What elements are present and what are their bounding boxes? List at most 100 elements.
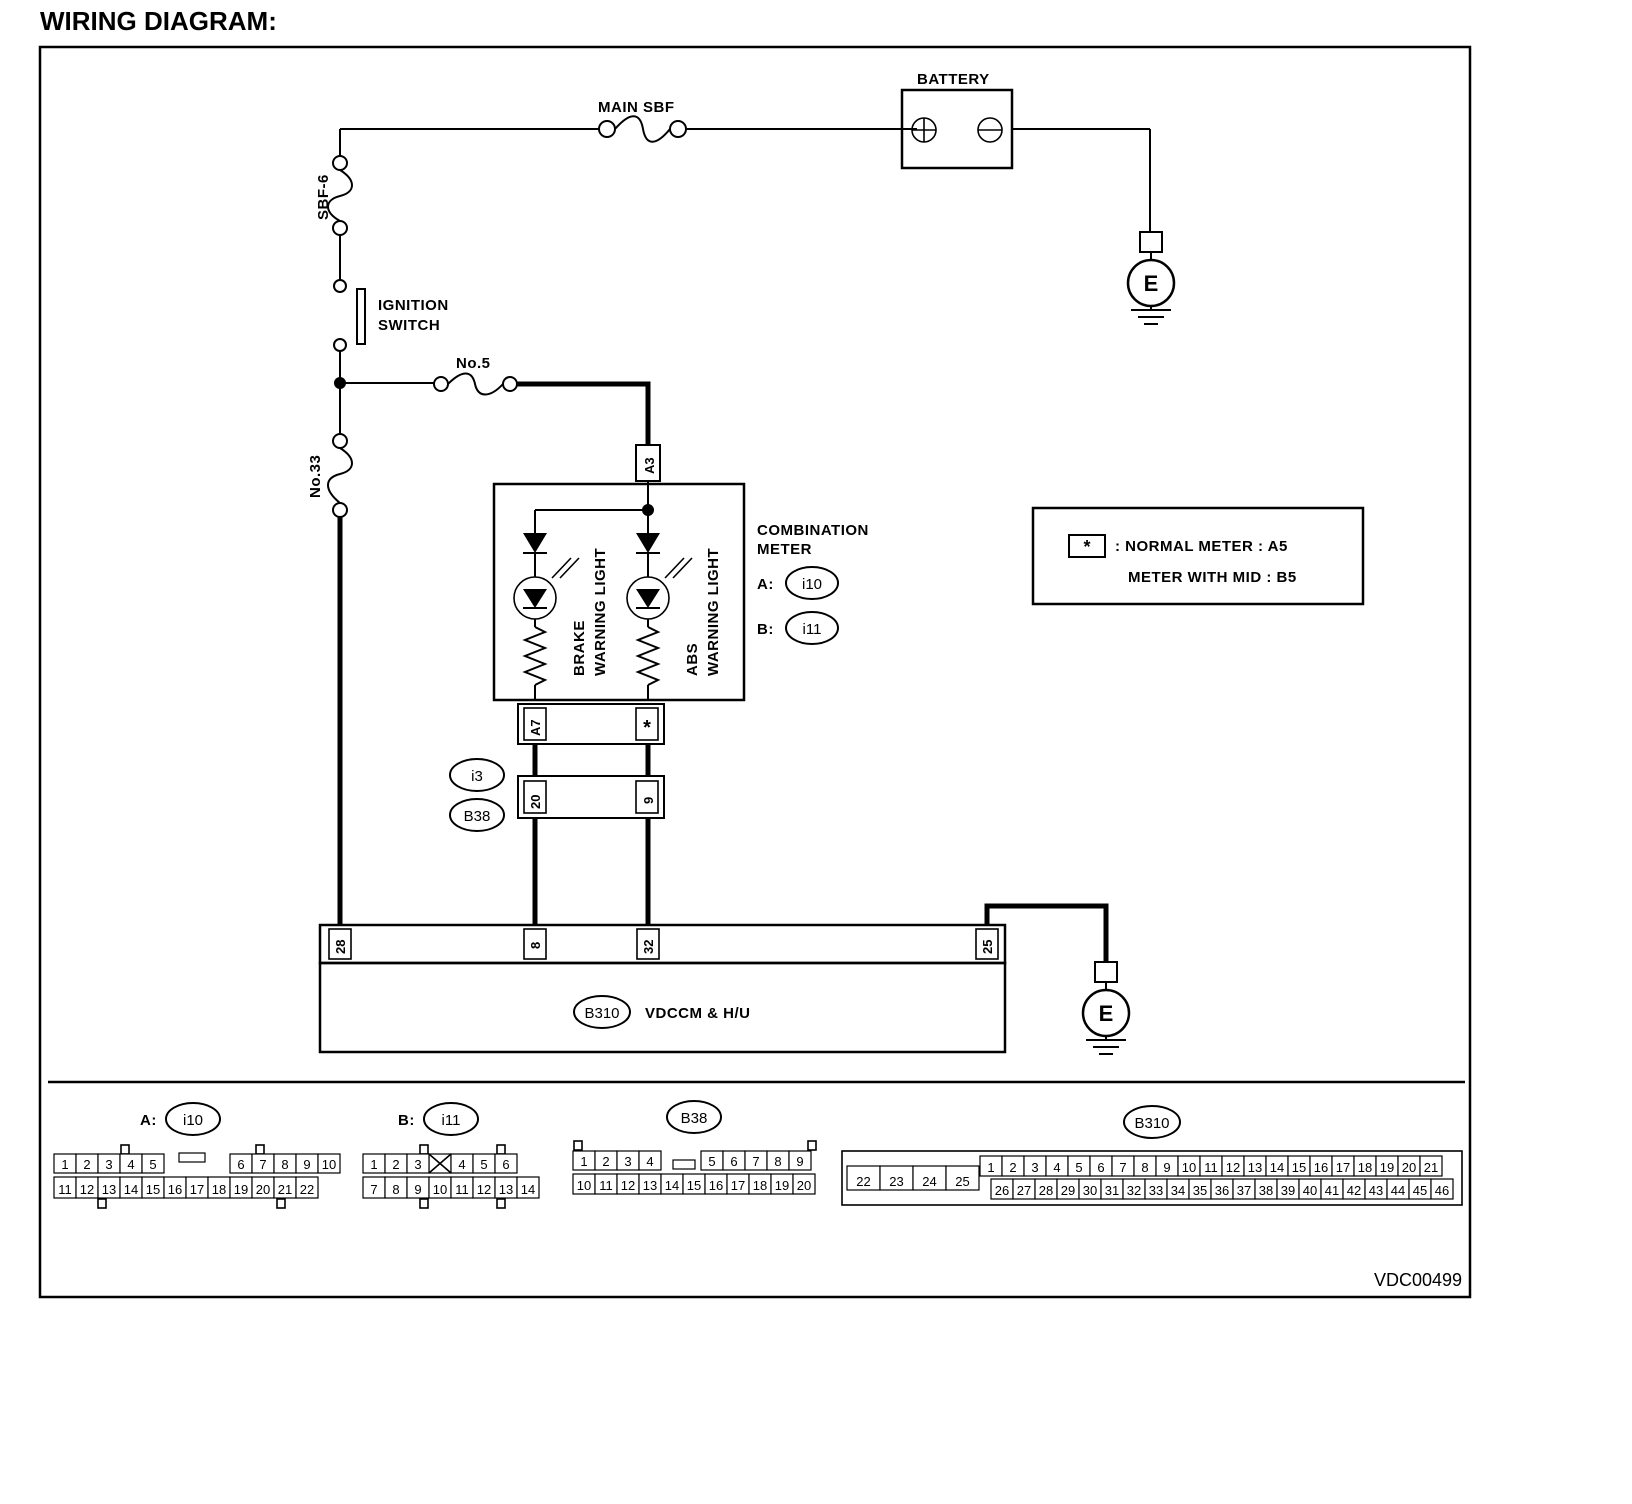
b310-pin-cell	[945, 1165, 980, 1191]
b310-pin-label: 46	[1435, 1183, 1449, 1198]
b310-pin-label: 37	[1237, 1183, 1251, 1198]
fuse-no5-label: No.5	[456, 355, 491, 372]
i11-pin-cell	[494, 1153, 518, 1174]
i10-pin-label: 17	[190, 1182, 204, 1197]
meter-conn-b: i11	[803, 621, 822, 638]
fuse-no33-label: No.33	[307, 455, 324, 498]
b310-pin-label: 34	[1171, 1183, 1185, 1198]
i11-pin-label: 11	[455, 1182, 469, 1197]
i11-pin-label: 8	[392, 1182, 399, 1197]
i10-pin-label: 13	[102, 1182, 116, 1197]
i10-pin-label: 19	[234, 1182, 248, 1197]
b310-pin-cell	[846, 1165, 881, 1191]
b38-pin-cell	[792, 1173, 816, 1195]
b38-pin-cell	[638, 1150, 662, 1171]
ground-symbol-top: E	[1126, 231, 1176, 325]
b310-pin-label: 5	[1075, 1160, 1082, 1175]
b310-pin-label: 29	[1061, 1183, 1075, 1198]
b38-pin-label: 19	[775, 1178, 789, 1193]
b38-pin-label: 3	[624, 1154, 631, 1169]
b310-pin-label: 6	[1097, 1160, 1104, 1175]
ground-symbol-bottom: E	[1081, 961, 1131, 1055]
i11-pin-label: 6	[502, 1157, 509, 1172]
b310-pin-label: 13	[1248, 1160, 1262, 1175]
b310-pin-label: 38	[1259, 1183, 1273, 1198]
i10-pin-label: 6	[237, 1157, 244, 1172]
b38-pin-label: 20	[797, 1178, 811, 1193]
b38-pin-label: 15	[687, 1178, 701, 1193]
b310-pin-label: 7	[1119, 1160, 1126, 1175]
vdccm-conn-badge	[573, 995, 631, 1029]
legend-symbol: *	[1083, 537, 1090, 557]
b38-pin-label: 6	[730, 1154, 737, 1169]
i11-pin-label: 7	[370, 1182, 377, 1197]
i11-pin-label: 5	[480, 1157, 487, 1172]
i11-pin-label: 2	[392, 1157, 399, 1172]
b38-pin-label: 16	[709, 1178, 723, 1193]
legend-line-2: METER WITH MID : B5	[1128, 569, 1297, 586]
b310-pin-label: 23	[889, 1174, 903, 1189]
b310-pin-label: 32	[1127, 1183, 1141, 1198]
i10-pin-label: 9	[303, 1157, 310, 1172]
b38-pin-label: 7	[752, 1154, 759, 1169]
joint-connector: i3 B38 20 9	[449, 758, 665, 832]
abs-light-label-2: WARNING LIGHT	[705, 548, 722, 676]
b310-pin-label: 35	[1193, 1183, 1207, 1198]
ignition-switch-label-2: SWITCH	[378, 317, 440, 334]
joint-pin-9: 9	[641, 797, 656, 804]
meter-conn-a: i10	[802, 576, 822, 593]
b310-pin-label: 10	[1182, 1160, 1196, 1175]
b310-pin-label: 30	[1083, 1183, 1097, 1198]
b310-pin-label: 45	[1413, 1183, 1427, 1198]
b38-pin-label: 4	[646, 1154, 653, 1169]
i10-name: i10	[183, 1112, 203, 1129]
abs-warning-light: ABS WARNING LIGHT	[626, 533, 722, 700]
wire-25-ground	[984, 903, 1109, 962]
b310-pin-cell	[1430, 1178, 1454, 1200]
i10-pin-label: 22	[300, 1182, 314, 1197]
b310-pin-label: 20	[1402, 1160, 1416, 1175]
sbf6-fuse: SBF-6	[315, 155, 353, 280]
i11-pin-label: 3	[414, 1157, 421, 1172]
meter-conn-b-prefix: B:	[757, 621, 774, 638]
b310-pin-label: 28	[1039, 1183, 1053, 1198]
b38-name: B38	[681, 1110, 708, 1127]
brake-warning-light: BRAKE WARNING LIGHT	[513, 533, 609, 700]
i11-pin-label: 14	[521, 1182, 535, 1197]
i10-pin-label: 18	[212, 1182, 226, 1197]
b310-pin-label: 41	[1325, 1183, 1339, 1198]
b38-pin-label: 2	[602, 1154, 609, 1169]
meter-conn-a-prefix: A:	[757, 576, 774, 593]
b38-pin-label: 14	[665, 1178, 679, 1193]
vdccm-connector: B310	[584, 1005, 619, 1022]
b310-pin-cell	[912, 1165, 947, 1191]
b310-pin-label: 24	[922, 1174, 936, 1189]
legend-line-1: : NORMAL METER : A5	[1115, 538, 1288, 555]
b310-pin-label: 18	[1358, 1160, 1372, 1175]
i10-pin-label: 5	[149, 1157, 156, 1172]
brake-light-label-1: BRAKE	[571, 620, 588, 676]
abs-light-label-1: ABS	[684, 643, 701, 676]
vdccm-pin-32: 32	[641, 940, 656, 954]
b310-pin-label: 40	[1303, 1183, 1317, 1198]
b38-pin-label: 5	[708, 1154, 715, 1169]
b310-pin-label: 2	[1009, 1160, 1016, 1175]
b310-pin-label: 11	[1204, 1160, 1218, 1175]
i11-pin-label: 13	[499, 1182, 513, 1197]
i10-pin-label: 1	[61, 1157, 68, 1172]
page-title: WIRING DIAGRAM:	[40, 6, 277, 36]
i11-blocked-cross	[428, 1153, 452, 1174]
main-sbf-label: MAIN SBF	[598, 99, 675, 116]
meter-title-1: COMBINATION	[757, 522, 869, 539]
joint-conn-b38-badge	[449, 798, 505, 832]
meter-pin-a7: A7	[528, 719, 543, 736]
joint-conn-i3: i3	[471, 768, 483, 785]
joint-pin-20: 20	[528, 795, 543, 809]
i10-pin-label: 15	[146, 1182, 160, 1197]
i11-pin-label: 9	[414, 1182, 421, 1197]
i10-pin-label: 4	[127, 1157, 134, 1172]
b310-pin-label: 27	[1017, 1183, 1031, 1198]
